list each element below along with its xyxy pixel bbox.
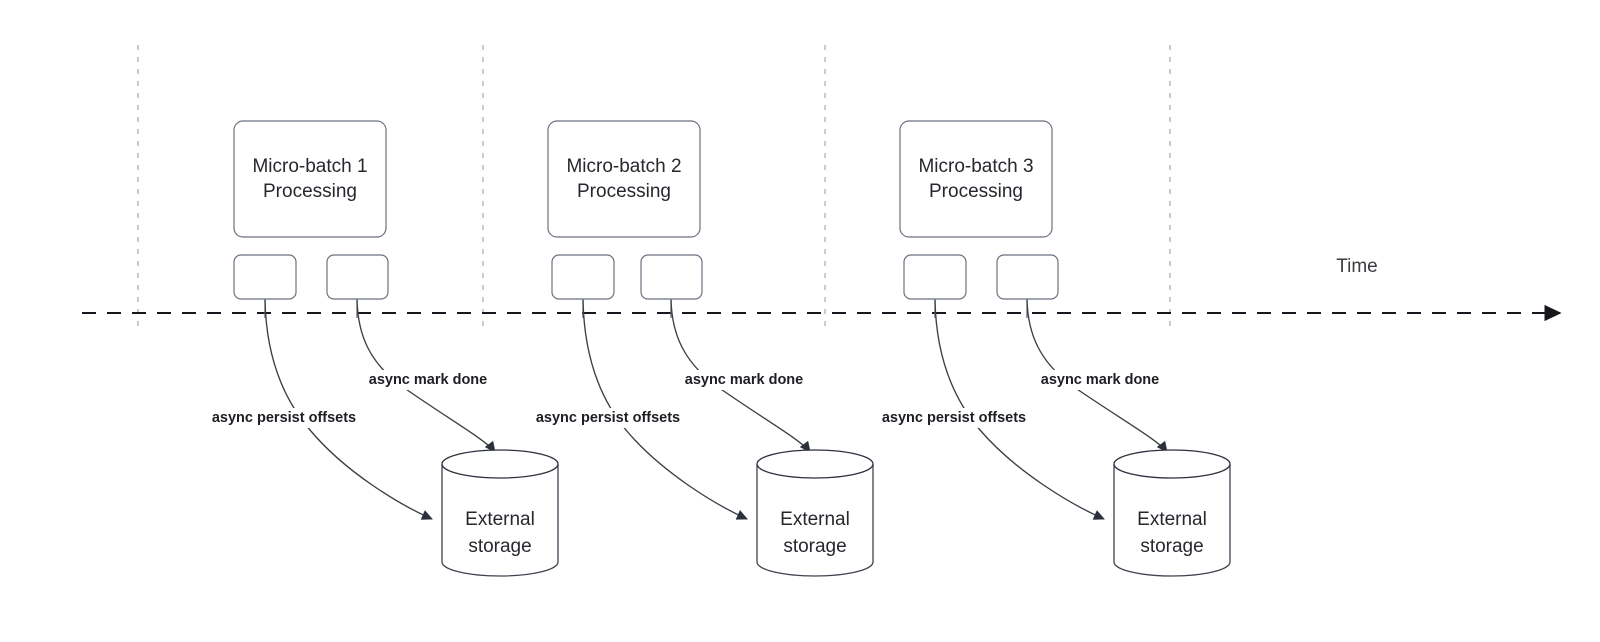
micro-batch-2-box[interactable]: Micro-batch 2 Processing <box>547 120 701 238</box>
external-storage-2-label-line1: External <box>780 509 850 530</box>
edge-label-async-mark-done-1: async mark done <box>369 372 487 388</box>
external-storage-1-label-line2: storage <box>468 536 531 557</box>
micro-batch-1-label-line1: Micro-batch 1 <box>252 156 367 177</box>
edge-async-persist-offsets-1 <box>264 299 433 520</box>
external-storage-3-label-line2: storage <box>1140 536 1203 557</box>
external-storage-2-top[interactable] <box>756 449 874 479</box>
external-storage-3-body[interactable] <box>1113 464 1231 577</box>
group-3: Micro-batch 3 Processing async persist o… <box>864 120 1231 577</box>
group-2: Micro-batch 2 Processing async persist o… <box>518 120 874 577</box>
micro-batch-3-label-line2: Processing <box>929 181 1023 202</box>
external-storage-2-label-line2: storage <box>783 536 846 557</box>
edge-label-async-persist-offsets-1: async persist offsets <box>212 410 356 426</box>
micro-batch-1-rect[interactable] <box>233 120 387 238</box>
label-bg-persist-2 <box>518 408 700 428</box>
micro-batch-3-box[interactable]: Micro-batch 3 Processing <box>899 120 1053 238</box>
time-axis: Time <box>82 256 1562 322</box>
micro-batch-2-label-line2: Processing <box>577 181 671 202</box>
mb2-task-a-box[interactable] <box>551 254 615 300</box>
label-bg-persist-3 <box>864 408 1046 428</box>
time-axis-label: Time <box>1336 256 1378 277</box>
external-storage-3-top[interactable] <box>1113 449 1231 479</box>
edge-label-async-mark-done-2: async mark done <box>685 372 803 388</box>
label-bg-markdone-1 <box>358 370 500 390</box>
mb1-task-b-box[interactable] <box>326 254 389 300</box>
micro-batch-3-rect[interactable] <box>899 120 1053 238</box>
micro-batch-1-label-line2: Processing <box>263 181 357 202</box>
mb3-task-a-box[interactable] <box>903 254 967 300</box>
edge-label-async-persist-offsets-3: async persist offsets <box>882 410 1026 426</box>
mb3-task-b-box[interactable] <box>996 254 1059 300</box>
external-storage-2-body[interactable] <box>756 464 874 577</box>
micro-batch-2-label-line1: Micro-batch 2 <box>566 156 681 177</box>
group-1: Micro-batch 1 Processing async persist o… <box>194 120 559 577</box>
edge-label-async-mark-done-3: async mark done <box>1041 372 1159 388</box>
micro-batch-1-box[interactable]: Micro-batch 1 Processing <box>233 120 387 238</box>
edge-label-async-persist-offsets-2: async persist offsets <box>536 410 680 426</box>
external-storage-1-top[interactable] <box>441 449 559 479</box>
mb2-task-b-box[interactable] <box>640 254 703 300</box>
external-storage-3[interactable]: External storage <box>1113 449 1231 577</box>
label-bg-persist-1 <box>194 408 376 428</box>
edge-async-persist-offsets-3 <box>934 299 1105 520</box>
label-bg-markdone-3 <box>1030 370 1172 390</box>
external-storage-1-body[interactable] <box>441 464 559 577</box>
external-storage-1-label-line1: External <box>465 509 535 530</box>
external-storage-3-label-line1: External <box>1137 509 1207 530</box>
mb1-task-a-box[interactable] <box>233 254 297 300</box>
external-storage-1[interactable]: External storage <box>441 449 559 577</box>
label-bg-markdone-2 <box>674 370 816 390</box>
external-storage-2[interactable]: External storage <box>756 449 874 577</box>
micro-batch-2-rect[interactable] <box>547 120 701 238</box>
micro-batch-3-label-line1: Micro-batch 3 <box>918 156 1033 177</box>
edge-async-persist-offsets-2 <box>582 299 748 520</box>
